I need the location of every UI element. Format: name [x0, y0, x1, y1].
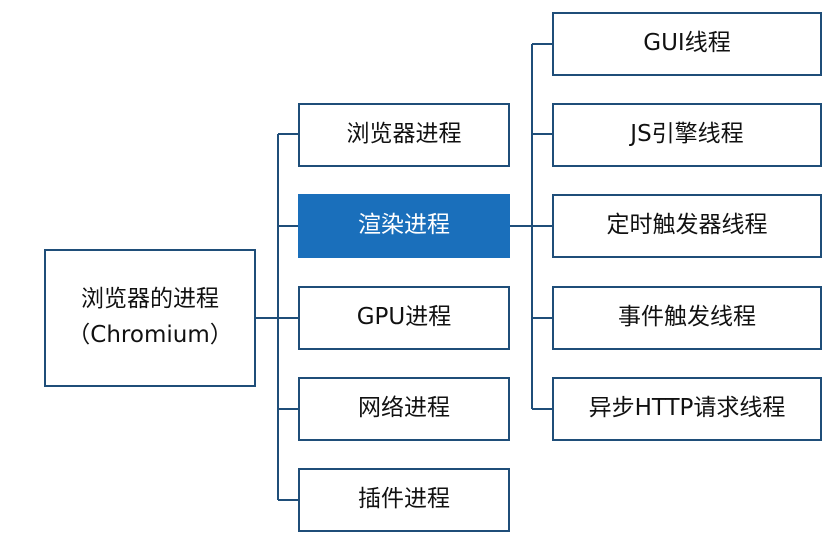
root-node: 浏览器的进程 （Chromium） — [44, 249, 256, 387]
process-node-network: 网络进程 — [298, 377, 510, 441]
thread-node-js-engine: JS引擎线程 — [552, 103, 822, 167]
process-label: GPU进程 — [356, 304, 452, 331]
thread-label: 事件触发线程 — [618, 304, 756, 331]
process-node-browser: 浏览器进程 — [298, 103, 510, 167]
thread-label: 定时触发器线程 — [606, 212, 768, 239]
process-node-plugin: 插件进程 — [298, 468, 510, 532]
thread-node-async-http: 异步HTTP请求线程 — [552, 377, 822, 441]
thread-label: GUI线程 — [643, 30, 731, 57]
process-node-gpu: GPU进程 — [298, 286, 510, 350]
process-node-renderer: 渲染进程 — [298, 194, 510, 258]
process-label: 插件进程 — [358, 486, 450, 513]
process-label: 浏览器进程 — [346, 121, 462, 148]
root-subtitle: （Chromium） — [67, 322, 233, 348]
thread-node-timer: 定时触发器线程 — [552, 194, 822, 258]
process-label: 网络进程 — [358, 395, 450, 422]
thread-label: JS引擎线程 — [630, 121, 744, 148]
root-title: 浏览器的进程 — [81, 286, 219, 313]
process-label: 渲染进程 — [358, 212, 450, 239]
thread-node-gui: GUI线程 — [552, 12, 822, 76]
thread-node-event: 事件触发线程 — [552, 286, 822, 350]
thread-label: 异步HTTP请求线程 — [588, 395, 786, 422]
